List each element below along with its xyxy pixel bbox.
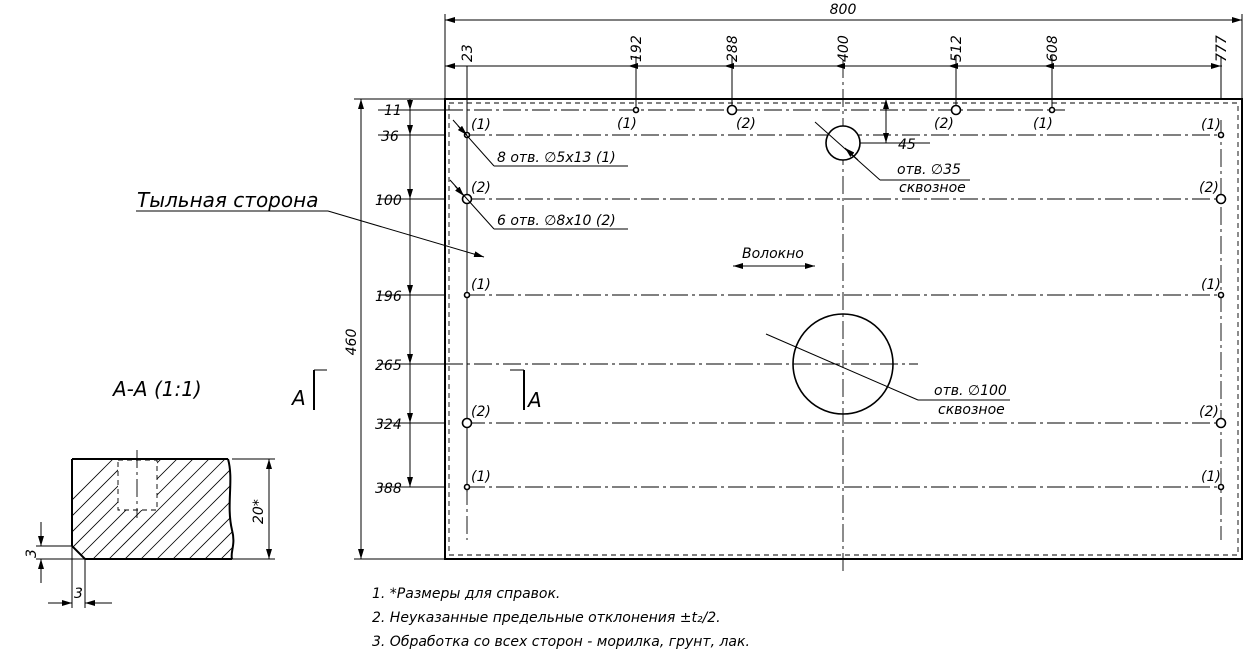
hole-35-label-2: сквозное [899, 180, 966, 196]
notes: 1. *Размеры для справок. 2. Неуказанные … [372, 586, 750, 650]
hole-small [1217, 131, 1225, 139]
mark-1: (1) [471, 277, 491, 293]
hole-small [463, 483, 471, 491]
section-chamfer-w: 3 [74, 586, 83, 602]
dim-x-23: 23 [460, 44, 476, 62]
overall-height-dimension: 460 [344, 98, 445, 560]
hole-35-label: отв. ∅35 [897, 162, 961, 178]
hole-100-label: отв. ∅100 [934, 383, 1007, 399]
mark-1: (1) [1033, 116, 1053, 132]
dim-width-800: 800 [830, 2, 857, 18]
dim-x-512: 512 [949, 35, 965, 62]
dim-y-36: 36 [381, 129, 399, 145]
panel-outline [444, 98, 1243, 560]
section-marker-letter: A [526, 388, 542, 412]
depth-45-dimension: 45 [860, 99, 930, 153]
mark-1: (1) [1201, 277, 1221, 293]
hole-large [726, 104, 738, 116]
mark-1: (1) [1201, 469, 1221, 485]
section-chamfer-h: 3 [24, 549, 40, 558]
callout-holes-2: 6 отв. ∅8х10 (2) [449, 179, 628, 230]
mark-2: (2) [934, 116, 954, 132]
dim-y-100: 100 [375, 193, 402, 209]
dim-x-400: 400 [836, 35, 852, 62]
hole-100 [792, 313, 894, 415]
mark-2: (2) [736, 116, 756, 132]
dim-y-265: 265 [375, 358, 402, 374]
section-title: A-A (1:1) [111, 377, 202, 401]
mark-2: (2) [471, 180, 491, 196]
section-marker-right: A [510, 369, 542, 412]
mark-2: (2) [1199, 404, 1219, 420]
callout-hole-100: отв. ∅100 сквозное [765, 333, 1010, 418]
hole-large [1215, 193, 1227, 205]
mark-2: (2) [471, 404, 491, 420]
mark-1: (1) [471, 469, 491, 485]
note-2: 2. Неуказанные предельные отклонения ±t₂… [372, 610, 721, 626]
callout-hole-35: отв. ∅35 сквозное [814, 121, 970, 196]
dim-y-324: 324 [375, 417, 402, 433]
note-3: 3. Обработка со всех сторон - морилка, г… [372, 634, 750, 650]
section-view: 20* 3 3 [24, 450, 275, 608]
dim-x-288: 288 [725, 35, 741, 62]
mark-1: (1) [471, 117, 491, 133]
dim-x-777: 777 [1214, 35, 1230, 62]
back-side-callout: Тыльная сторона [136, 188, 485, 258]
overall-width-dimension: 800 [444, 2, 1243, 99]
y-dimension-chain: 11 36 100 196 265 324 388 [375, 99, 445, 497]
dim-45: 45 [898, 137, 916, 153]
section-thickness: 20* [251, 499, 267, 524]
mark-1: (1) [1201, 117, 1221, 133]
dim-x-608: 608 [1045, 35, 1061, 62]
hole-small [463, 291, 471, 299]
section-outline [71, 458, 235, 560]
section-marker-left: A [290, 369, 327, 410]
dim-x-192: 192 [629, 35, 645, 62]
x-dimension-chain: 23 192 288 400 512 608 777 [445, 35, 1230, 492]
dim-y-388: 388 [375, 481, 402, 497]
hole-small [1217, 291, 1225, 299]
hole-100-label-2: сквозное [938, 402, 1005, 418]
hole-large [1215, 417, 1227, 429]
back-side-label: Тыльная сторона [137, 188, 318, 212]
center-lines [445, 60, 1222, 575]
hole-35 [825, 125, 861, 161]
holes [461, 104, 1227, 491]
mark-1: (1) [617, 116, 637, 132]
section-marker-letter: A [290, 386, 306, 410]
section-hatching [72, 459, 234, 559]
note-1: 1. *Размеры для справок. [372, 586, 560, 602]
callout-holes-2-text: 6 отв. ∅8х10 (2) [497, 213, 616, 229]
callout-holes-1: 8 отв. ∅5х13 (1) [452, 119, 628, 167]
hole-large [950, 104, 962, 116]
dim-y-11: 11 [384, 103, 402, 119]
hole-small [1048, 106, 1056, 114]
grain-label: Волокно [742, 246, 804, 262]
hole-small [632, 106, 640, 114]
hole-marks: (1) (2) (2) (1) (1) (1) (2) (2) (1) (1) … [471, 116, 1221, 485]
dim-height-460: 460 [344, 329, 360, 356]
hole-large [461, 417, 473, 429]
hole-small [1217, 483, 1225, 491]
grain-direction: Волокно [733, 246, 815, 269]
dim-y-196: 196 [375, 289, 402, 305]
mark-2: (2) [1199, 180, 1219, 196]
callout-holes-1-text: 8 отв. ∅5х13 (1) [497, 150, 616, 166]
